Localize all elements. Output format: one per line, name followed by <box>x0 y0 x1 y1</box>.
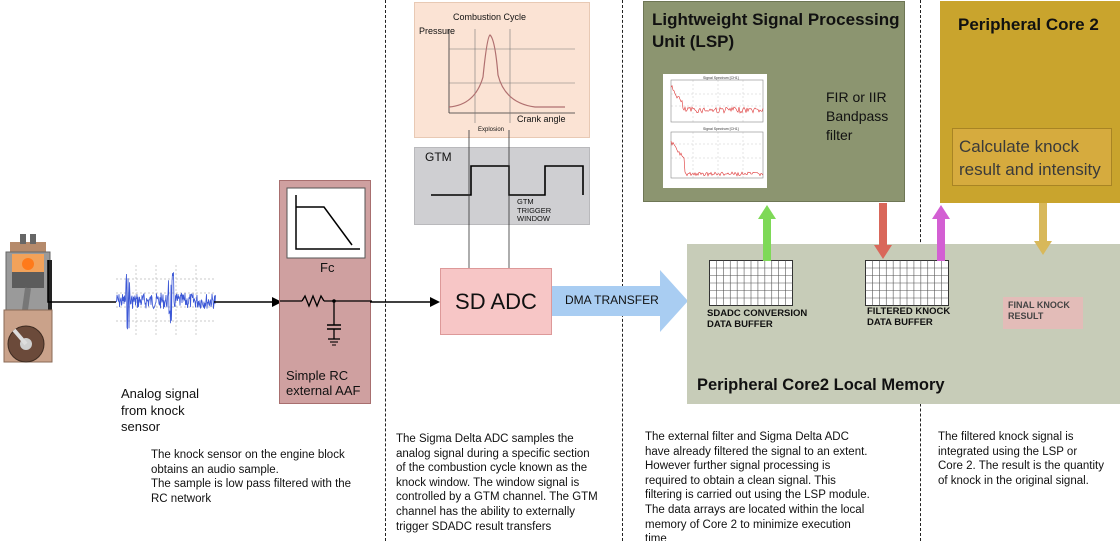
pressure-label: Pressure <box>419 26 456 36</box>
combustion-cycle-chart: Combustion Cycle Pressure Explosion Cran… <box>414 2 590 138</box>
engine-icon <box>3 234 53 363</box>
lowpass-response-icon <box>286 187 366 259</box>
core2-title: Peripheral Core 2 <box>958 15 1099 34</box>
filter-type-label: FIR or IIR Bandpass filter <box>826 89 889 143</box>
sd-adc-block: SD ADC <box>440 268 552 335</box>
lsp-unit-block: Lightweight Signal Processing Unit (LSP)… <box>643 1 905 202</box>
combustion-title: Combustion Cycle <box>453 12 527 22</box>
gtm-title: GTM <box>425 150 452 164</box>
sdadc-buffer-icon <box>709 260 793 306</box>
window-alignment-lines <box>468 130 510 268</box>
lsp-title: Lightweight Signal Processing Unit (LSP) <box>652 10 900 51</box>
adc-description: The Sigma Delta ADC samples the analog s… <box>396 433 598 533</box>
gtm-trigger-window-label: GTM TRIGGER WINDOW <box>517 197 552 223</box>
lsp-to-memory-arrow <box>874 203 892 259</box>
separator-1 <box>385 0 386 541</box>
analog-signal-plot <box>116 265 216 337</box>
sensor-description: The knock sensor on the engine block obt… <box>151 449 352 505</box>
signal-to-aaf-arrow <box>214 297 282 307</box>
lsp-description: The external filter and Sigma Delta ADC … <box>645 431 870 541</box>
rc-circuit-icon <box>280 294 372 346</box>
memory-title: Peripheral Core2 Local Memory <box>697 376 945 394</box>
crank-angle-label: Crank angle <box>517 114 566 124</box>
spectrum-title-bottom: Signal Spectrum [CH1] <box>703 127 739 131</box>
spectrum-title-top: Signal Spectrum [CH1] <box>703 76 739 80</box>
pressure-curve <box>448 29 575 123</box>
sensor-caption: Analog signal from knock sensor <box>121 386 200 434</box>
filtered-buffer-label: FILTERED KNOCK DATA BUFFER <box>867 306 951 328</box>
aaf-label: Simple RC external AAF <box>286 368 361 398</box>
sdadc-buffer-label: SDADC CONVERSION DATA BUFFER <box>707 308 808 330</box>
explosion-label: Explosion <box>478 127 505 133</box>
sdadc-buffer-grid <box>709 260 793 311</box>
cutoff-frequency-label: Fc <box>320 260 335 275</box>
filtered-buffer-grid <box>865 260 949 311</box>
calculate-knock-block: Calculate knock result and intensity <box>952 128 1112 186</box>
aaf-to-adc-arrow <box>370 297 440 307</box>
sensor-wire <box>47 260 120 303</box>
rc-filter-block: Fc Simple RC external AAF <box>279 180 372 404</box>
dma-transfer-arrow <box>552 270 688 332</box>
final-knock-result-block: FINAL KNOCK RESULT <box>1003 297 1083 329</box>
spectrum-plot: Signal Spectrum [CH1] Signal Spectrum [C… <box>663 74 767 188</box>
gtm-trigger-block: GTM GTM TRIGGER WINDOW <box>414 147 590 225</box>
core2-to-memory-arrow <box>1034 203 1052 255</box>
final-knock-result-label: FINAL KNOCK RESULT <box>1008 300 1070 321</box>
separator-2 <box>622 0 623 541</box>
sd-adc-label: SD ADC <box>455 288 537 314</box>
core2-description: The filtered knock signal is integrated … <box>938 431 1104 487</box>
memory-to-lsp-arrow <box>758 205 776 261</box>
memory-to-core2-arrow <box>932 205 950 261</box>
dma-transfer-label: DMA TRANSFER <box>565 293 659 307</box>
calculate-knock-label: Calculate knock result and intensity <box>959 137 1101 179</box>
filtered-buffer-icon <box>865 260 949 306</box>
